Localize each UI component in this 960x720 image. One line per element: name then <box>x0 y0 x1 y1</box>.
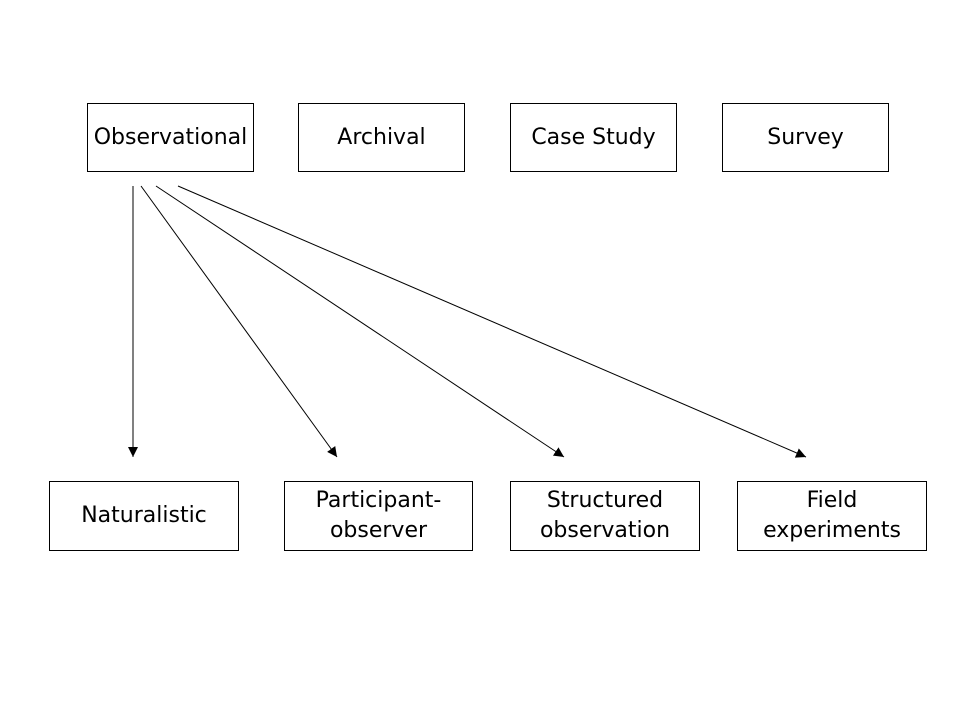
observational-label: Observational <box>93 124 248 150</box>
archival-box: Archival <box>298 103 465 172</box>
participant-observer-label-line2: observer <box>329 518 428 543</box>
survey-box: Survey <box>722 103 889 172</box>
arrow-to-structured-observation <box>155 185 565 458</box>
archival-label: Archival <box>337 124 426 150</box>
structured-observation-box: Structured observation <box>510 481 700 551</box>
observational-box: Observational <box>87 103 254 172</box>
naturalistic-box: Naturalistic <box>49 481 239 551</box>
naturalistic-label: Naturalistic <box>81 503 207 528</box>
arrow-to-participant-observer <box>140 185 338 458</box>
arrow-to-field-experiments <box>177 185 807 458</box>
field-experiments-box: Field experiments <box>737 481 927 551</box>
field-experiments-label-line2: experiments <box>763 518 901 543</box>
participant-observer-label-line1: Participant- <box>315 488 442 513</box>
field-experiments-label-line1: Field <box>806 488 858 513</box>
survey-label: Survey <box>767 124 844 150</box>
case-study-box: Case Study <box>510 103 677 172</box>
structured-observation-label-line2: observation <box>539 518 671 543</box>
participant-observer-box: Participant- observer <box>284 481 473 551</box>
structured-observation-label-line1: Structured <box>546 488 664 513</box>
case-study-label: Case Study <box>531 124 656 150</box>
